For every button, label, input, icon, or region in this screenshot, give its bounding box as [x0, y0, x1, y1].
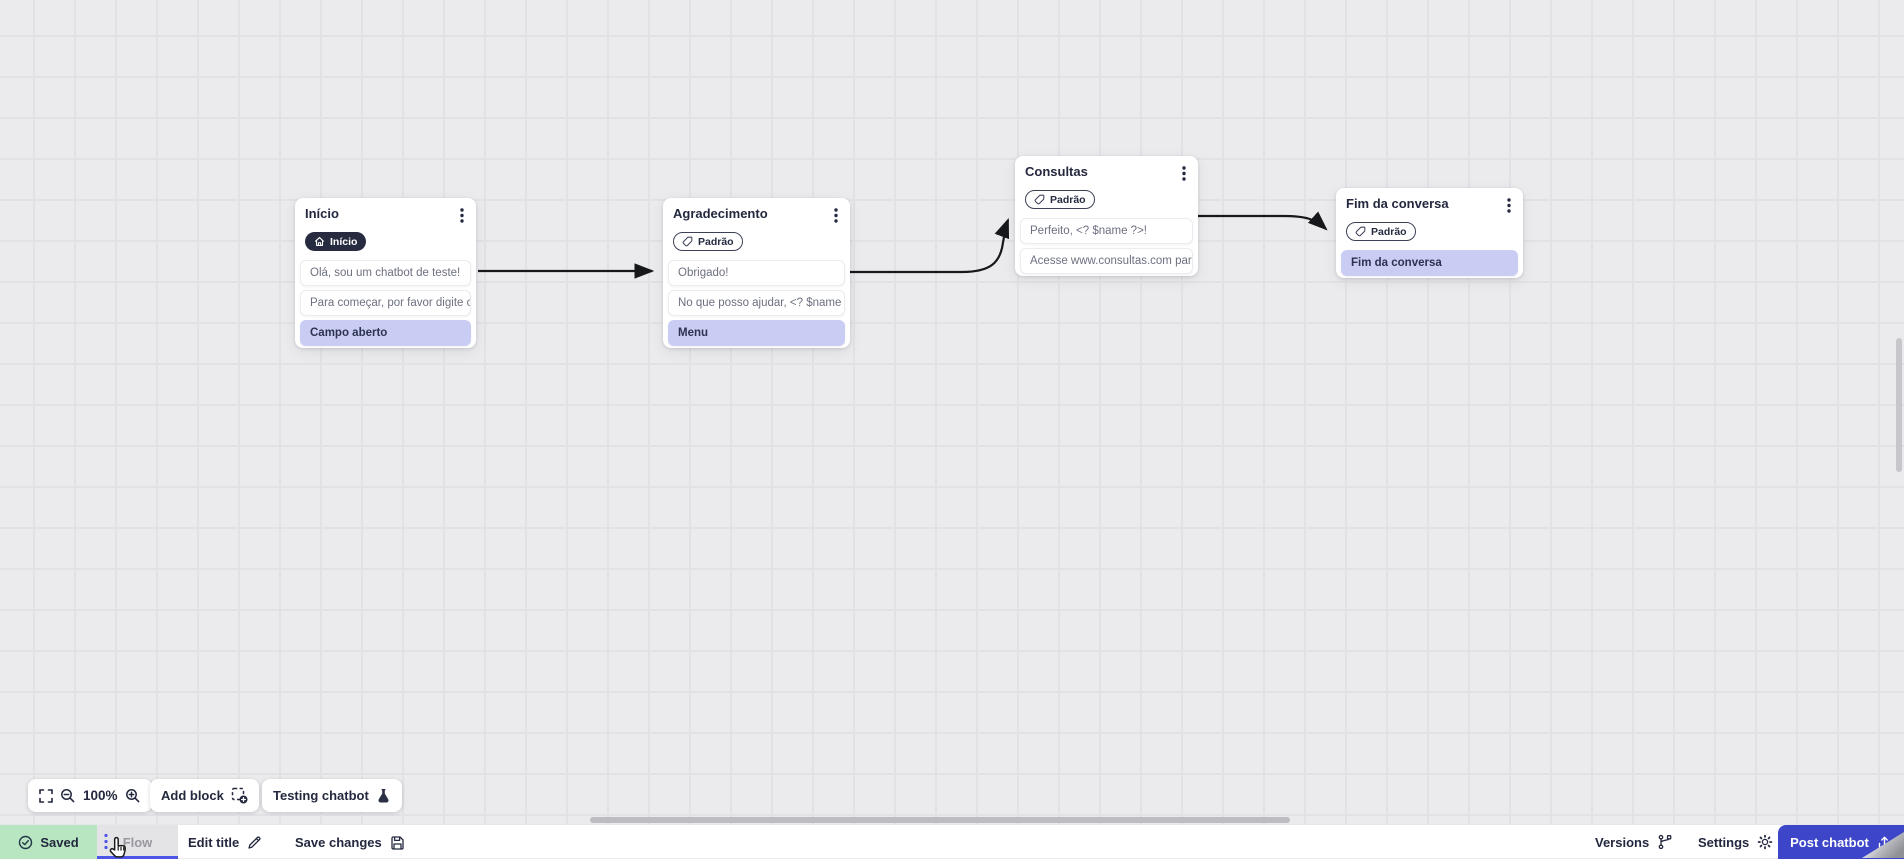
- zoom-in-icon[interactable]: [125, 788, 141, 804]
- zoom-toolbar: 100%: [28, 779, 152, 812]
- connector-agradecimento-consultas: [850, 217, 1010, 274]
- zoom-level: 100%: [83, 788, 118, 803]
- connector-consultas-fim: [1198, 211, 1328, 231]
- kebab-icon[interactable]: [834, 208, 838, 223]
- node-title: Consultas: [1025, 164, 1088, 179]
- floppy-icon: [390, 835, 405, 850]
- home-icon: [315, 237, 324, 246]
- flask-icon: [376, 788, 391, 804]
- node-fim-da-conversa[interactable]: Fim da conversa Padrão Fim da conversa: [1336, 188, 1523, 278]
- message-block[interactable]: Olá, sou um chatbot de teste!: [300, 260, 471, 286]
- message-block[interactable]: Perfeito, <? $name ?>!: [1020, 218, 1193, 244]
- flow-kebab-icon[interactable]: [104, 833, 108, 850]
- node-title: Início: [305, 206, 339, 221]
- padrao-badge: Padrão: [1025, 190, 1095, 209]
- bottom-bar: Saved Flow Edit title Save changes Versi…: [0, 824, 1904, 859]
- settings-button[interactable]: Settings: [1698, 825, 1773, 859]
- input-block[interactable]: Campo aberto: [300, 320, 471, 346]
- flow-canvas[interactable]: Início Início Olá, sou um chatbot de tes…: [0, 0, 1904, 824]
- gear-icon: [1757, 834, 1773, 850]
- tag-icon: [682, 236, 693, 247]
- zoom-out-icon[interactable]: [60, 788, 76, 804]
- versions-button[interactable]: Versions: [1595, 825, 1673, 859]
- saved-status: Saved: [0, 825, 97, 859]
- fullscreen-icon[interactable]: [39, 788, 53, 803]
- saved-label: Saved: [40, 834, 79, 850]
- kebab-icon[interactable]: [1507, 198, 1511, 213]
- post-chatbot-button[interactable]: Post chatbot: [1778, 825, 1904, 859]
- add-block-icon: [231, 787, 248, 804]
- branch-icon: [1657, 834, 1673, 850]
- tab-flow[interactable]: Flow: [97, 825, 178, 859]
- node-inicio[interactable]: Início Início Olá, sou um chatbot de tes…: [295, 198, 476, 348]
- upload-icon: [1877, 835, 1892, 850]
- start-badge: Início: [305, 232, 367, 251]
- testing-chatbot-button[interactable]: Testing chatbot: [262, 779, 402, 812]
- node-agradecimento[interactable]: Agradecimento Padrão Obrigado! No que po…: [663, 198, 850, 348]
- node-consultas[interactable]: Consultas Padrão Perfeito, <? $name ?>! …: [1015, 156, 1198, 276]
- node-title: Fim da conversa: [1346, 196, 1449, 211]
- edit-title-button[interactable]: Edit title: [188, 825, 262, 859]
- add-block-button[interactable]: Add block: [150, 779, 259, 812]
- end-block[interactable]: Fim da conversa: [1341, 250, 1518, 276]
- node-title: Agradecimento: [673, 206, 768, 221]
- message-block[interactable]: Obrigado!: [668, 260, 845, 286]
- menu-block[interactable]: Menu: [668, 320, 845, 346]
- flow-connectors: [478, 211, 1328, 279]
- save-changes-button[interactable]: Save changes: [295, 825, 405, 859]
- kebab-icon[interactable]: [1182, 166, 1186, 181]
- horizontal-scrollbar[interactable]: [590, 817, 1290, 823]
- check-circle-icon: [18, 835, 33, 850]
- message-block[interactable]: No que posso ajudar, <? $name ...: [668, 290, 845, 316]
- tag-icon: [1034, 194, 1045, 205]
- flow-tab-label: Flow: [122, 834, 153, 850]
- pencil-icon: [247, 835, 262, 850]
- padrao-badge: Padrão: [1346, 222, 1416, 241]
- tag-icon: [1355, 226, 1366, 237]
- kebab-icon[interactable]: [460, 208, 464, 223]
- message-block[interactable]: Para começar, por favor digite o ...: [300, 290, 471, 316]
- vertical-scrollbar[interactable]: [1896, 338, 1902, 472]
- message-block[interactable]: Acesse www.consultas.com par...: [1020, 248, 1193, 274]
- padrao-badge: Padrão: [673, 232, 743, 251]
